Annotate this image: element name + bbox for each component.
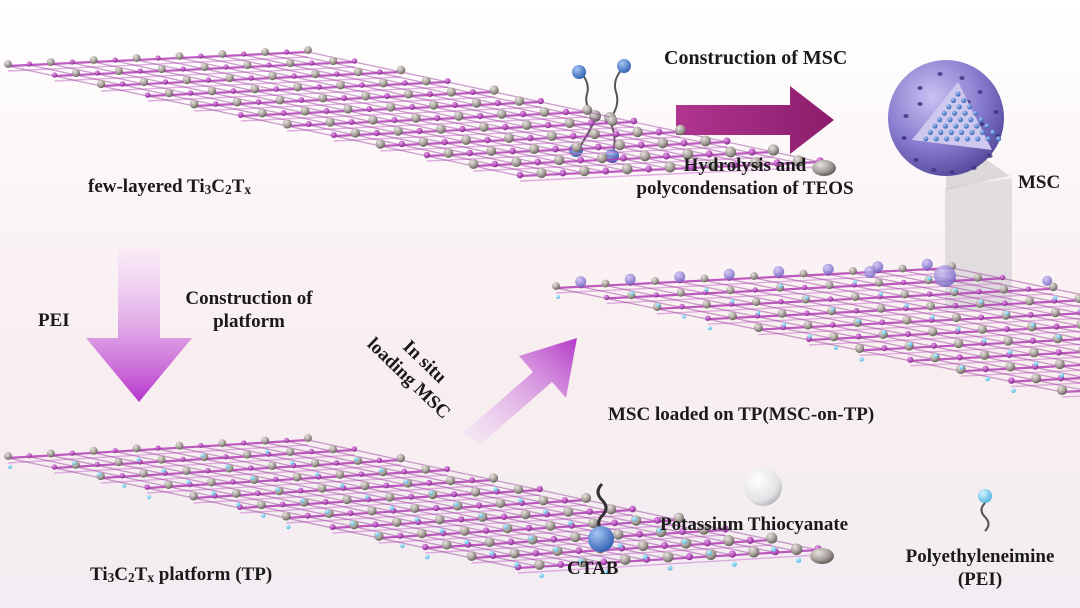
label-hydrolysis-line1: Hydrolysis and (683, 155, 807, 176)
arrow-in-situ (462, 338, 577, 444)
label-construction-platform-line1: Construction of (185, 288, 313, 309)
slab-msc-on-tp (552, 258, 1080, 398)
arrow-pei-down (86, 248, 192, 402)
potassium-thiocyanate-icon (744, 468, 782, 506)
ctab-icon (588, 482, 614, 552)
pei-icon (978, 489, 992, 532)
slab-few-layered (4, 46, 836, 182)
legend-pei-line2: (PEI) (957, 568, 1003, 590)
label-construction-platform: Construction of platform (164, 288, 334, 334)
label-few-layered: few-layered Ti3C2Tx (88, 176, 252, 197)
label-tp-platform: Ti3C2Tx platform (TP) (90, 564, 273, 585)
msc-sphere (888, 60, 1012, 310)
label-construction-msc: Construction of MSC (664, 47, 848, 69)
label-pei: PEI (38, 310, 70, 331)
label-msc: MSC (1018, 172, 1061, 193)
legend-pei-label: Polyethyleneimine (PEI) (884, 546, 1076, 592)
legend-pei-line1: Polyethyleneimine (905, 546, 1055, 567)
arrow-construction-msc (676, 86, 834, 154)
label-msc-loaded: MSC loaded on TP(MSC-on-TP) (608, 404, 875, 425)
label-hydrolysis-line2: polycondensation of TEOS (636, 177, 854, 199)
legend-ctab-label: CTAB (567, 558, 619, 579)
slab-tp-platform (4, 434, 834, 579)
label-construction-platform-line2: platform (213, 310, 285, 332)
label-hydrolysis: Hydrolysis and polycondensation of TEOS (600, 155, 890, 201)
legend-potassium-label: Potassium Thiocyanate (660, 514, 849, 535)
